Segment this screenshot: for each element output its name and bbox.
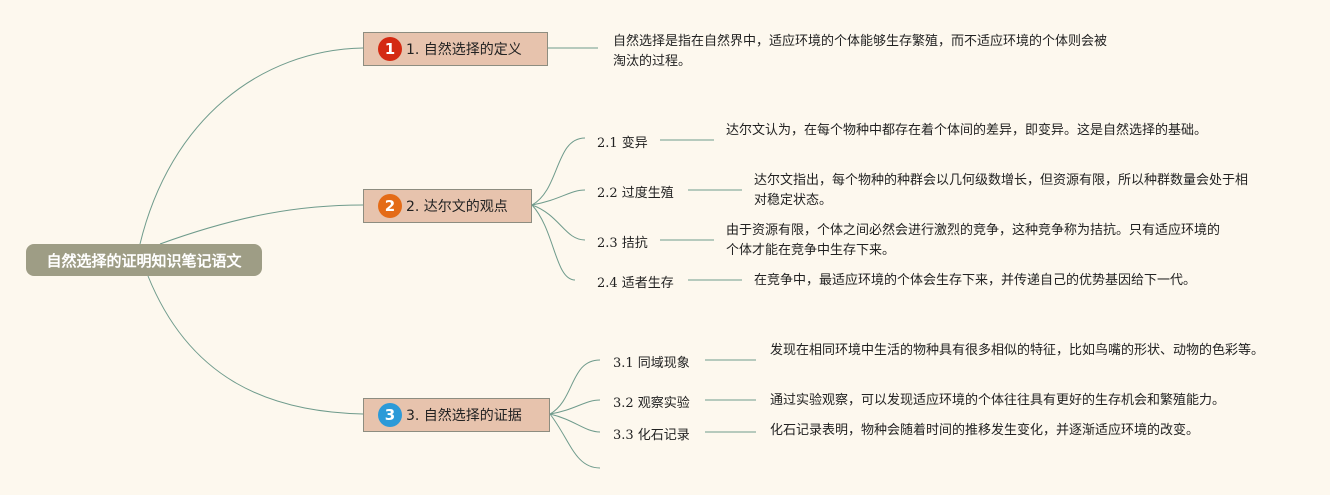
subtopic-3-1[interactable]: 3.1 同域现象 [613,356,690,371]
topic-2-label: 2. 达尔文的观点 [406,199,508,215]
subtopic-2-4-description: 在竞争中，最适应环境的个体会生存下来，并传递自己的优势基因给下一代。 [754,273,1197,288]
topic-1-description: 自然选择是指在自然界中，适应环境的个体能够生存繁殖，而不适应环境的个体则会被淘汰… [613,34,1108,69]
subtopic-2-1[interactable]: 2.1 变异 [597,136,648,151]
subtopic-2-2-description: 达尔文指出，每个物种的种群会以几何级数增长，但资源有限，所以种群数量会处于相对稳… [754,173,1249,208]
topic-2-node[interactable]: 2 2. 达尔文的观点 [363,189,532,223]
subtopic-2-3-description: 由于资源有限，个体之间必然会进行激烈的竞争，这种竞争称为拮抗。只有适应环境的个体… [726,223,1221,258]
subtopic-2-2[interactable]: 2.2 过度生殖 [597,186,674,201]
subtopic-2-1-description: 达尔文认为，在每个物种中都存在着个体间的差异，即变异。这是自然选择的基础。 [726,123,1208,138]
subtopic-3-2-description: 通过实验观察，可以发现适应环境的个体往往具有更好的生存机会和繁殖能力。 [770,393,1226,408]
topic-3-label: 3. 自然选择的证据 [406,408,522,424]
root-node[interactable]: 自然选择的证明知识笔记语文 [26,244,262,276]
topic-1-label: 1. 自然选择的定义 [406,42,522,58]
subtopic-3-1-description: 发现在相同环境中生活的物种具有很多相似的特征，比如鸟嘴的形状、动物的色彩等。 [770,343,1265,358]
number-three-icon: 3 [378,403,402,427]
topic-3-node[interactable]: 3 3. 自然选择的证据 [363,398,550,432]
subtopic-2-3[interactable]: 2.3 拮抗 [597,236,648,251]
subtopic-3-2[interactable]: 3.2 观察实验 [613,396,690,411]
subtopic-3-3[interactable]: 3.3 化石记录 [613,428,690,443]
topic-1-node[interactable]: 1 1. 自然选择的定义 [363,32,548,66]
subtopic-2-4[interactable]: 2.4 适者生存 [597,276,674,291]
subtopic-3-3-description: 化石记录表明，物种会随着时间的推移发生变化，并逐渐适应环境的改变。 [770,423,1200,438]
number-two-icon: 2 [378,194,402,218]
number-one-icon: 1 [378,37,402,61]
